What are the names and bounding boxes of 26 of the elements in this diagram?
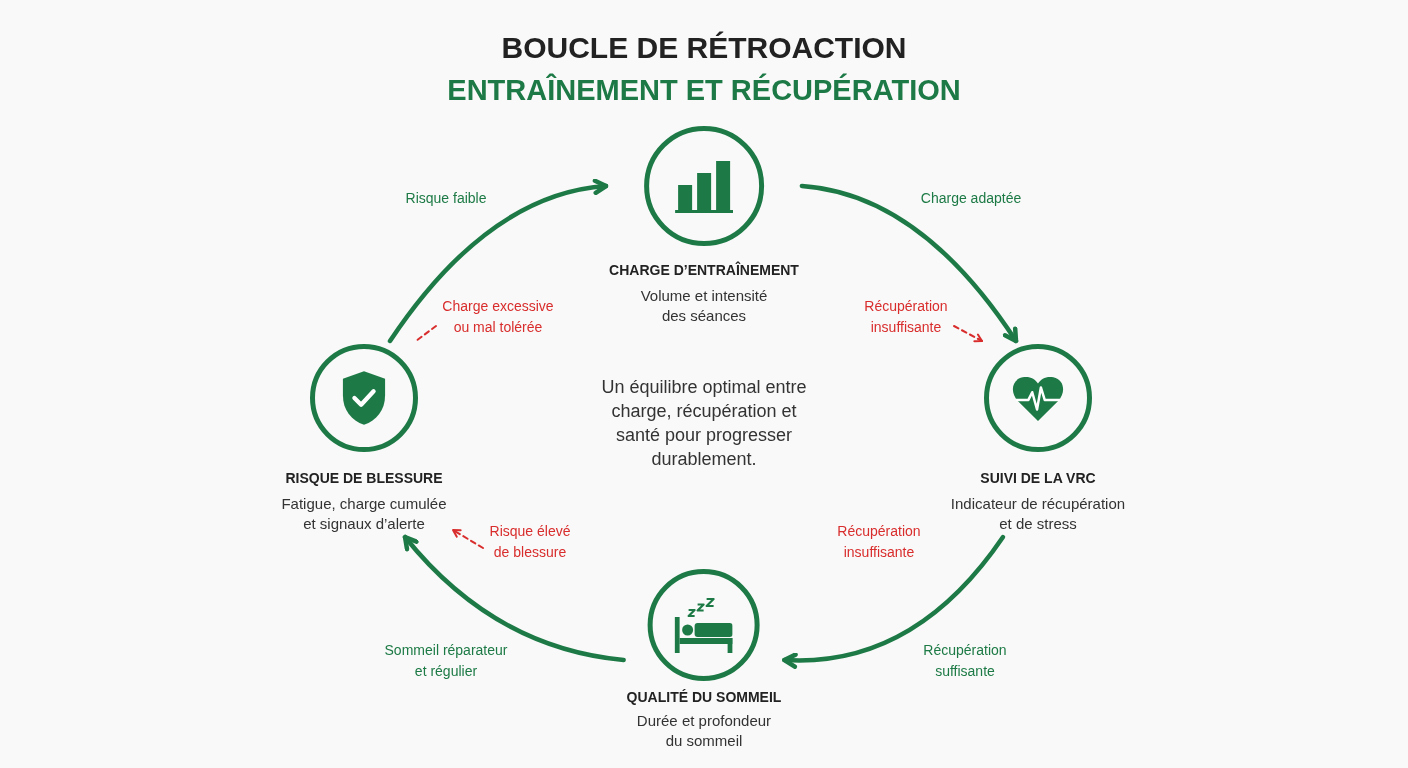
stage-description: Indicateur de récupération et de stress bbox=[949, 494, 1127, 534]
stage-description: Fatigue, charge cumulée et signaux d’alerte bbox=[280, 494, 448, 534]
arrow bbox=[402, 534, 626, 663]
subtitle: ENTRAÎNEMENT ET RÉCUPÉRATION bbox=[447, 72, 961, 108]
annotation-text: Récupération insuffisante bbox=[861, 296, 951, 338]
annotation-text: Charge excessive ou mal tolérée bbox=[439, 296, 557, 338]
dashed-arrow bbox=[953, 325, 983, 343]
stage-title: CHARGE D’ENTRAÎNEMENT bbox=[609, 260, 799, 280]
annotation-text: Risque élevé de blessure bbox=[486, 521, 574, 563]
edge-label: Charge adaptée bbox=[920, 189, 1022, 208]
arrow bbox=[782, 534, 1006, 669]
stage-description: Volume et intensité des séances bbox=[639, 286, 769, 326]
stage-title: SUIVI DE LA VRC bbox=[980, 469, 1096, 488]
stage-description: Durée et profondeur du sommeil bbox=[635, 711, 773, 751]
center-statement: Un équilibre optimal entre charge, récupération et santé pour progresser durablement. bbox=[600, 376, 808, 471]
stage-title: QUALITÉ DU SOMMEIL bbox=[626, 688, 782, 707]
edge-label: Risque faible bbox=[405, 189, 487, 208]
title: BOUCLE DE RÉTROACTION bbox=[501, 30, 907, 66]
annotation-text: Récupération insuffisante bbox=[836, 522, 922, 562]
arrow bbox=[799, 183, 1019, 344]
stage-title: RISQUE DE BLESSURE bbox=[285, 469, 443, 488]
arrow bbox=[387, 179, 609, 344]
edge-label: Récupération suffisante bbox=[922, 641, 1008, 681]
dashed-arrow bbox=[452, 529, 484, 549]
edge-label: Sommeil réparateur et régulier bbox=[383, 641, 509, 681]
dashed-connector-line bbox=[415, 325, 437, 342]
